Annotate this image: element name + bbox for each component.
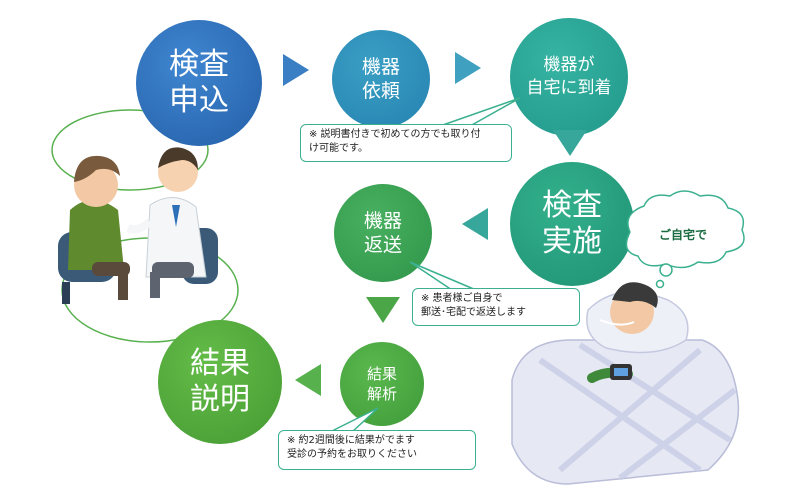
patient-figure	[68, 200, 124, 270]
note-instructions: ※ 説明書付きで初めての方でも取り付 け可能です。	[300, 124, 512, 162]
scene-outline-top	[51, 109, 209, 191]
step-apply-label: 検査 申込	[169, 47, 229, 118]
arrow-down-2	[366, 297, 400, 323]
step-request-label: 機器 依頼	[361, 56, 400, 102]
arrow-left-1	[462, 208, 488, 240]
thought-bubble-text: ご自宅で	[658, 228, 707, 242]
note-return-method: ※ 患者様ご自身で 郵送･宅配で返送します	[412, 288, 580, 326]
step-arrive: 機器が 自宅に到着	[510, 18, 628, 136]
step-arrive-label: 機器が 自宅に到着	[526, 55, 612, 98]
step-test: 検査 実施	[510, 162, 634, 286]
arrow-right-1	[283, 54, 309, 86]
step-analysis-label: 結果 解析	[366, 365, 397, 403]
arrow-left-2	[295, 364, 321, 396]
step-apply: 検査 申込	[136, 20, 262, 146]
step-explain-label: 結果 説明	[190, 346, 250, 417]
arrow-right-2	[455, 52, 481, 84]
step-analysis: 結果 解析	[340, 342, 424, 426]
step-return-label: 機器 返送	[363, 210, 402, 256]
arrow-down-1	[553, 130, 587, 156]
step-request: 機器 依頼	[332, 30, 430, 128]
doctor-figure	[145, 197, 207, 278]
step-test-label: 検査 実施	[542, 188, 602, 259]
step-explain: 結果 説明	[158, 320, 282, 444]
note-result-timing: ※ 約2週間後に結果がでます 受診の予約をお取りください	[278, 430, 476, 470]
